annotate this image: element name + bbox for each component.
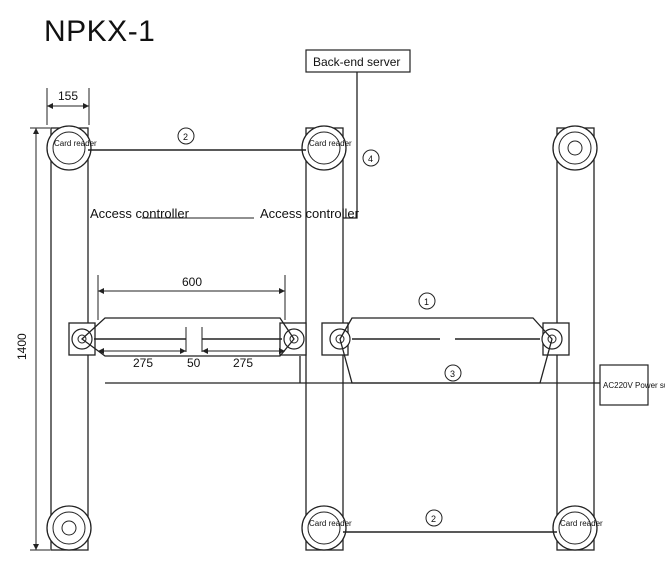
dimension-600-label: 600 — [182, 275, 202, 289]
power-supply-box: AC220V Power supply — [599, 364, 665, 406]
backend-server-box: Back-end server — [305, 49, 411, 73]
access-controller-label-left: Access controller — [90, 206, 190, 221]
cable-2-bottom-marker — [425, 509, 443, 527]
cable-3-marker — [444, 364, 462, 382]
dimension-275-left-label: 275 — [133, 356, 153, 370]
gate-left — [68, 317, 307, 357]
dimension-155: 155 — [46, 88, 90, 125]
card-reader-label-bottom-middle: Card reader — [309, 519, 352, 528]
dimension-155-label: 155 — [58, 89, 78, 103]
backend-server-label: Back-end server — [313, 55, 400, 69]
power-supply-label: AC220V Power supply — [603, 381, 665, 390]
cable-3-line — [105, 356, 606, 384]
dimension-275-50-275: 275 50 275 — [98, 348, 285, 370]
card-reader-label-top-left: Card reader — [54, 139, 97, 148]
card-reader-label-top-middle: Card reader — [309, 139, 352, 148]
cable-4-number: 4 — [368, 154, 373, 164]
cable-2-bottom-number: 2 — [431, 514, 436, 524]
cable-2-top-number: 2 — [183, 132, 188, 142]
cable-3-number: 3 — [450, 369, 455, 379]
cable-1-marker — [418, 292, 436, 310]
access-controller-label-right: Access controller — [260, 206, 360, 221]
cable-2-top-marker — [177, 127, 195, 145]
dimension-50-label: 50 — [187, 356, 201, 370]
dimension-275-right-label: 275 — [233, 356, 253, 370]
cable-1-number: 1 — [424, 297, 429, 307]
diagram-title: NPKX-1 — [44, 15, 155, 48]
gate-right — [321, 317, 570, 384]
card-reader-label-bottom-right: Card reader — [560, 519, 603, 528]
dimension-1400: 1400 — [15, 127, 50, 551]
dimension-600: 600 — [97, 275, 286, 320]
dimension-1400-label: 1400 — [15, 333, 29, 360]
cable-4-marker — [362, 149, 380, 167]
